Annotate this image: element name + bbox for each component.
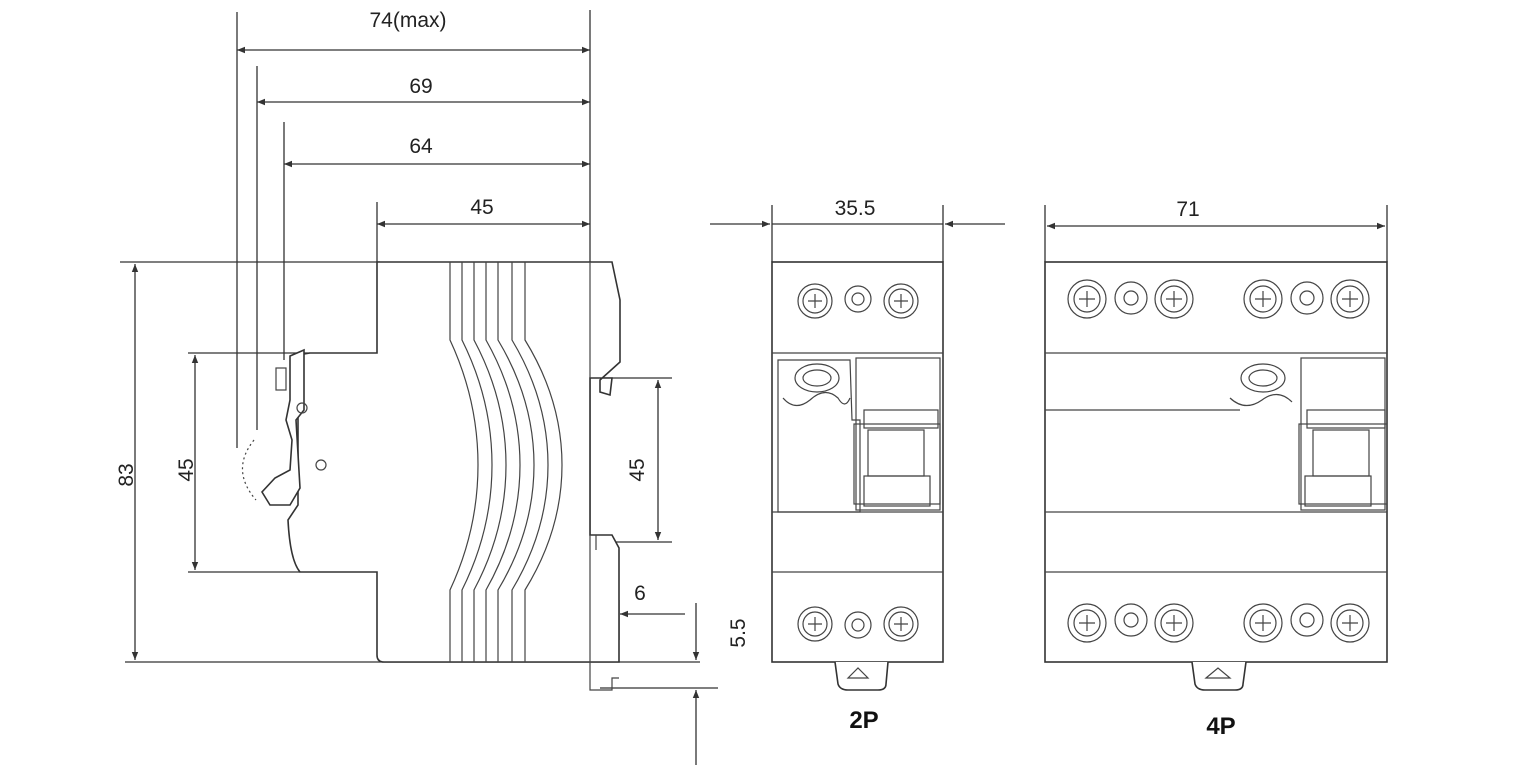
dim-5-5: 5.5 xyxy=(727,618,750,647)
label-2p: 2P xyxy=(849,707,878,734)
front-view-2p: 35.5 xyxy=(710,197,1005,734)
terminals-2p-top xyxy=(797,283,919,319)
side-screw-hole xyxy=(315,459,327,471)
din-clip-side xyxy=(589,535,619,691)
lever-handle xyxy=(260,348,305,506)
front-view-4p: 71 xyxy=(1044,198,1388,740)
terminals-2p-bottom xyxy=(797,606,919,642)
toggle-housing-4p xyxy=(1300,357,1386,511)
side-ribs xyxy=(449,262,563,662)
dim-69: 69 xyxy=(409,75,432,98)
toggle-lever-2p xyxy=(863,475,931,507)
lever-clip xyxy=(275,367,287,391)
din-clip-2p xyxy=(834,661,889,691)
terminals-4p-top xyxy=(1067,279,1370,319)
dim-35-5: 35.5 xyxy=(835,197,876,220)
dim-45-right: 45 xyxy=(626,458,649,481)
terminals-4p-bottom xyxy=(1067,603,1370,643)
device-4p-body xyxy=(1044,261,1388,663)
device-side-body xyxy=(287,261,621,663)
label-4p: 4P xyxy=(1206,713,1235,740)
toggle-lever-4p xyxy=(1304,475,1372,507)
test-button-4p xyxy=(1240,363,1286,393)
device-2p-body xyxy=(771,261,944,663)
dim-45-left: 45 xyxy=(175,458,198,481)
side-view: 74(max) 69 64 45 83 45 45 6 5.5 xyxy=(115,9,750,765)
test-button-2p xyxy=(794,363,840,393)
dim-45-top: 45 xyxy=(470,196,493,219)
dim-83: 83 xyxy=(115,463,138,486)
lever-arc xyxy=(241,439,257,501)
dim-6: 6 xyxy=(634,582,646,605)
din-clip-4p xyxy=(1191,661,1247,691)
dim-64: 64 xyxy=(409,135,433,158)
dim-74-max: 74(max) xyxy=(369,9,446,32)
dim-71: 71 xyxy=(1176,198,1199,221)
lever-pivot xyxy=(296,402,308,414)
